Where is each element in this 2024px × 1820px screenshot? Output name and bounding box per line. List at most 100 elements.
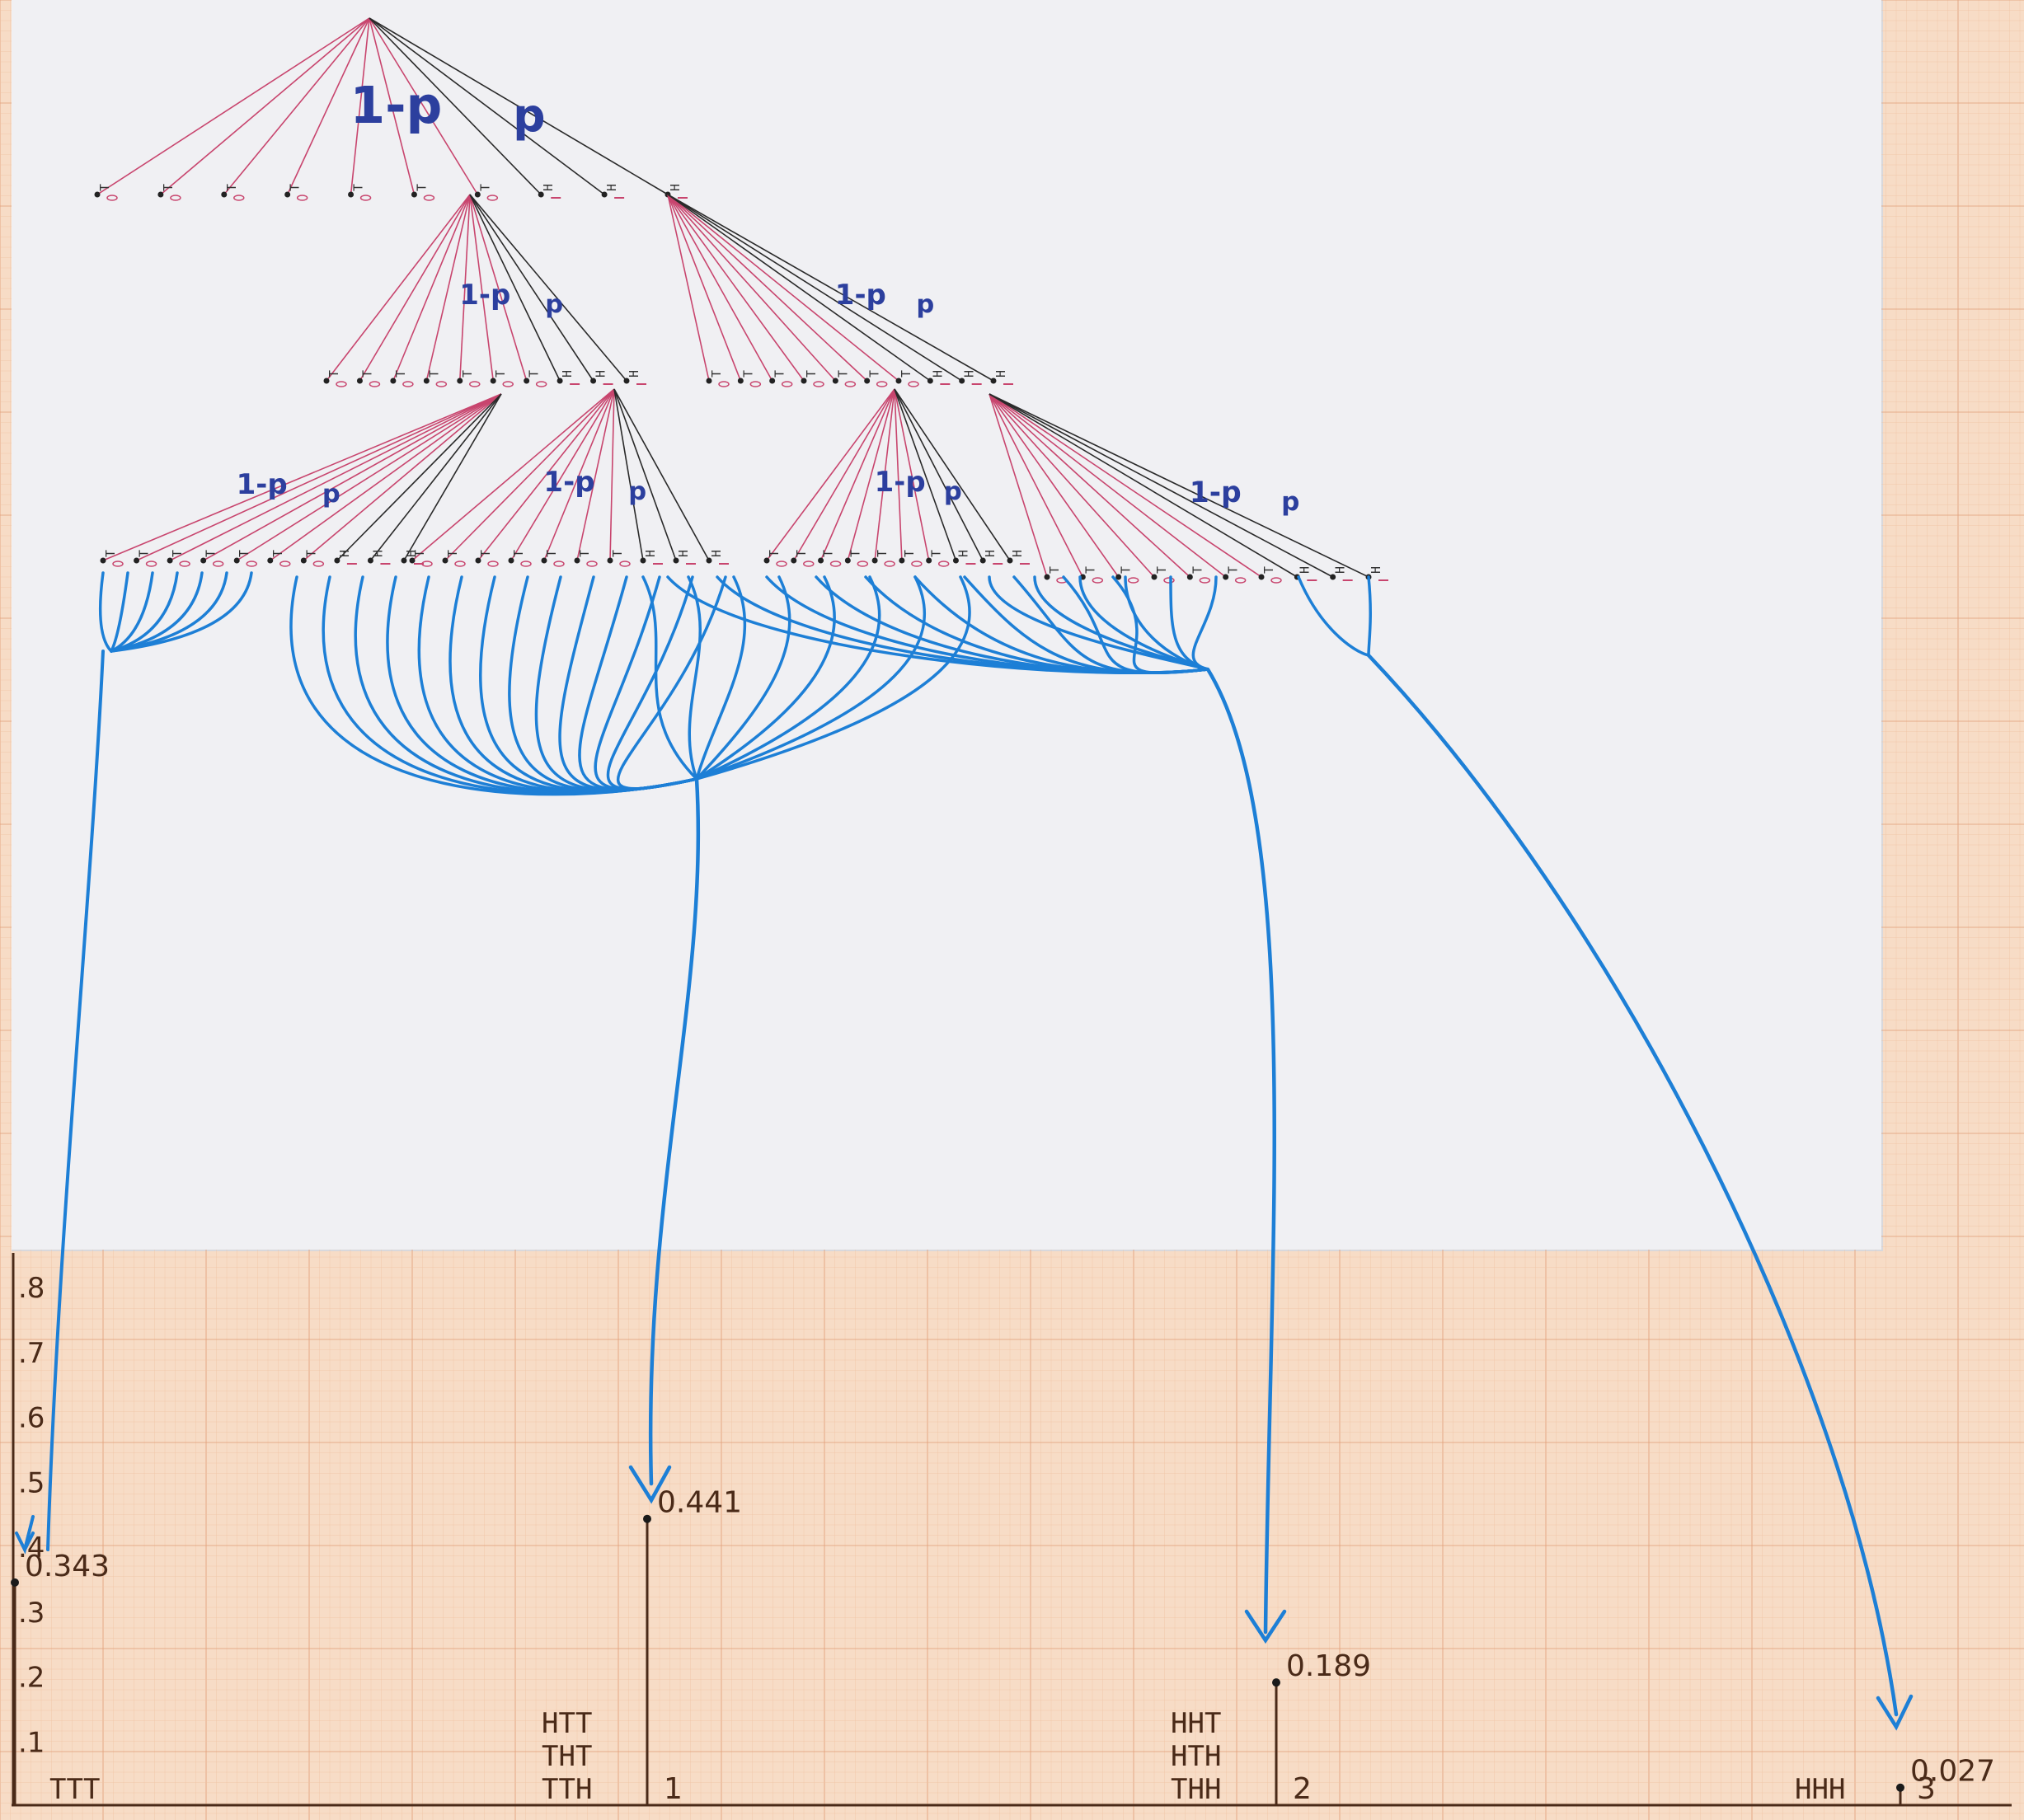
leaf-dot bbox=[1258, 574, 1265, 580]
tail-mark bbox=[813, 381, 824, 387]
leaf-dot bbox=[1115, 574, 1122, 580]
tail-label: T bbox=[412, 550, 427, 557]
tail-label: T bbox=[478, 550, 493, 557]
tail-branch bbox=[874, 388, 895, 561]
tail-mark bbox=[106, 195, 118, 201]
outcome-label: HHH bbox=[1795, 1773, 1845, 1806]
head-branch bbox=[667, 194, 931, 382]
flow-branch-1 bbox=[687, 575, 702, 781]
tail-mark bbox=[1163, 577, 1175, 584]
tail-branch bbox=[96, 17, 370, 195]
tail-label: T bbox=[740, 370, 755, 378]
flow-branch-1 bbox=[695, 575, 747, 781]
head-branch bbox=[894, 388, 1011, 561]
complement-probability-label: 1-p bbox=[875, 466, 926, 499]
leaf-dot bbox=[927, 378, 933, 384]
flow-arrow-0 bbox=[15, 1515, 35, 1555]
tail-mark bbox=[359, 195, 372, 201]
y-tick-label: .1 bbox=[18, 1726, 45, 1759]
tail-branch bbox=[989, 393, 1190, 578]
tail-mark bbox=[857, 561, 869, 567]
y-tick-label: .5 bbox=[18, 1466, 45, 1499]
tail-label: T bbox=[326, 370, 341, 378]
tail-label: T bbox=[393, 370, 408, 378]
tail-label: T bbox=[137, 550, 152, 557]
head-label: H bbox=[594, 370, 608, 378]
outcome-label: THT bbox=[542, 1740, 592, 1773]
tail-branch bbox=[303, 393, 502, 561]
tail-branch bbox=[369, 17, 479, 195]
flow-branch-1 bbox=[695, 575, 836, 781]
leaf-dot bbox=[623, 378, 630, 384]
tail-label: T bbox=[527, 370, 542, 378]
leaf-dot bbox=[423, 378, 430, 384]
leaf-dot bbox=[409, 557, 416, 564]
head-label: H bbox=[643, 550, 658, 557]
tail-branch bbox=[847, 388, 895, 561]
outcome-label: TTH bbox=[542, 1773, 592, 1806]
bar-top-dot bbox=[1272, 1678, 1280, 1687]
tail-mark bbox=[212, 561, 224, 567]
leaf-dot bbox=[607, 557, 613, 564]
x-tick-label: 1 bbox=[664, 1772, 683, 1806]
leaf-dot bbox=[348, 191, 355, 198]
tail-mark bbox=[520, 561, 532, 567]
head-branch bbox=[667, 194, 963, 382]
tail-mark bbox=[718, 381, 730, 387]
tail-label: T bbox=[1047, 566, 1062, 574]
y-tick-label: .3 bbox=[18, 1597, 45, 1630]
head-branch bbox=[989, 393, 1298, 578]
tail-label: T bbox=[493, 370, 508, 378]
tail-branch bbox=[458, 194, 471, 382]
tail-label: T bbox=[97, 184, 112, 191]
flow-branch-1 bbox=[695, 575, 971, 781]
probability-label: p bbox=[944, 477, 962, 506]
leaf-dot bbox=[233, 557, 240, 564]
tail-branch bbox=[576, 388, 615, 561]
tail-mark bbox=[469, 381, 481, 387]
tail-branch bbox=[609, 388, 615, 561]
tail-mark bbox=[1127, 577, 1139, 584]
tail-branch bbox=[989, 393, 1048, 578]
tail-label: T bbox=[709, 370, 724, 378]
leaf-dot bbox=[1186, 574, 1193, 580]
tail-label: T bbox=[835, 370, 850, 378]
head-branch bbox=[613, 388, 710, 561]
tail-label: T bbox=[804, 370, 819, 378]
leaf-dot bbox=[1007, 557, 1013, 564]
leaf-dot bbox=[818, 557, 824, 564]
head-label: H bbox=[541, 184, 556, 191]
bar-value-label: 0.343 bbox=[25, 1550, 110, 1583]
flow-arrow-1 bbox=[628, 1465, 672, 1504]
tail-label: T bbox=[445, 550, 460, 557]
tail-branch bbox=[667, 194, 742, 382]
head-branch bbox=[989, 393, 1369, 578]
leaf-dot bbox=[475, 557, 481, 564]
tail-label: T bbox=[899, 370, 913, 378]
head-label: H bbox=[1297, 566, 1312, 574]
complement-probability-label: 1-p bbox=[459, 279, 510, 312]
leaf-dot bbox=[401, 557, 407, 564]
outcome-label: HTH bbox=[1171, 1740, 1221, 1773]
flow-branch-0 bbox=[98, 571, 113, 653]
tail-label: T bbox=[204, 550, 218, 557]
head-branch bbox=[469, 194, 594, 382]
tail-branch bbox=[989, 393, 1155, 578]
tail-mark bbox=[619, 561, 631, 567]
flow-branch-2 bbox=[1191, 575, 1218, 671]
leaf-dot bbox=[100, 557, 106, 564]
head-label: H bbox=[676, 550, 691, 557]
tail-mark bbox=[553, 561, 565, 567]
bar-value-label: 0.441 bbox=[657, 1486, 742, 1520]
leaf-dot bbox=[411, 191, 417, 198]
leaf-dot bbox=[763, 557, 770, 564]
y-tick-label: .2 bbox=[18, 1662, 45, 1695]
leaf-dot bbox=[1151, 574, 1158, 580]
leaf-dot bbox=[490, 378, 496, 384]
tail-mark bbox=[296, 195, 308, 201]
head-label: H bbox=[1333, 566, 1348, 574]
